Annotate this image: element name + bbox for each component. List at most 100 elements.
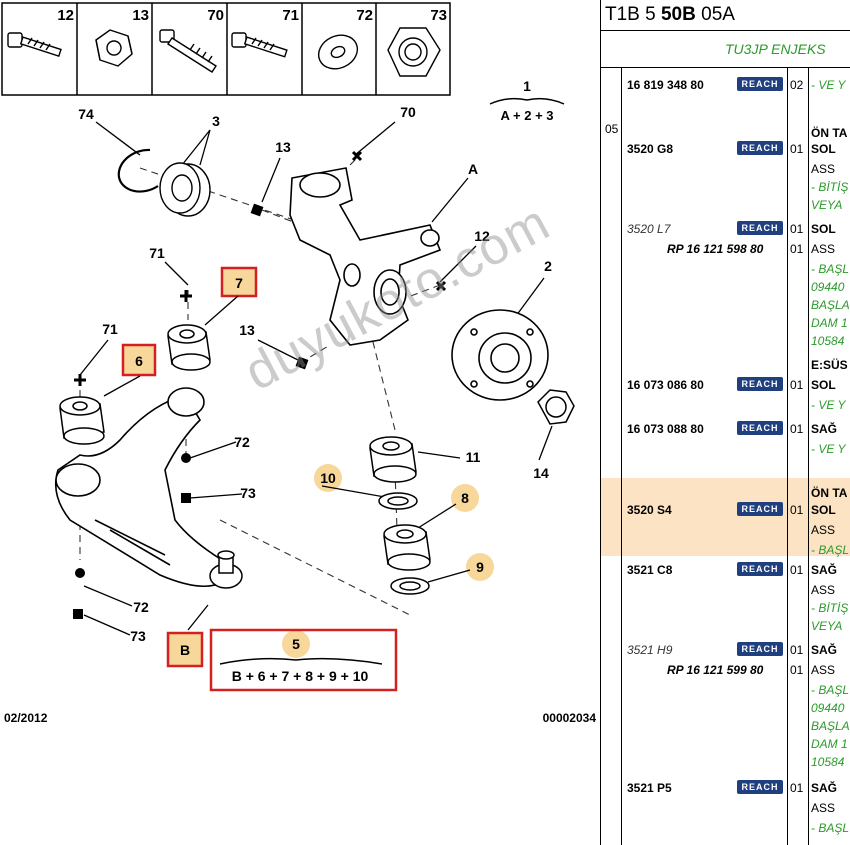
nut-icon xyxy=(95,29,133,67)
description: DAM 1 xyxy=(811,316,848,330)
callout-7: 7 xyxy=(235,275,243,291)
quantity: 01 xyxy=(790,503,804,517)
callout-72-lower: 72 xyxy=(133,599,149,615)
description: - VE Y xyxy=(811,398,846,412)
part-reference[interactable]: 3521 P5 xyxy=(627,781,672,795)
callout-74: 74 xyxy=(78,106,94,122)
red-box-5: B + 6 + 7 + 8 + 9 + 10 xyxy=(209,628,398,692)
part-reference[interactable]: 3520 L7 xyxy=(627,222,671,236)
callout-A: A xyxy=(468,161,478,177)
bolt-icon xyxy=(231,32,288,58)
quantity: 01 xyxy=(790,378,804,392)
part-reference[interactable]: 16 073 088 80 xyxy=(627,422,704,436)
callout-9: 9 xyxy=(476,559,484,575)
formula-5: B + 6 + 7 + 8 + 9 + 10 xyxy=(232,668,369,684)
section-number: 05 xyxy=(605,122,619,136)
diagram-code: 00002034 xyxy=(543,711,597,725)
description: ÖN TA xyxy=(811,486,848,500)
bearing-icon xyxy=(159,162,211,217)
description: VEYA xyxy=(811,198,843,212)
part-reference[interactable]: 3521 H9 xyxy=(627,643,673,657)
description: SOL xyxy=(811,142,836,156)
description: 09440 xyxy=(811,701,845,715)
part-reference[interactable]: 16 073 086 80 xyxy=(627,378,704,392)
description: SAĞ xyxy=(811,563,838,577)
callout-71-upper: 71 xyxy=(149,245,165,261)
description: 09440 xyxy=(811,280,845,294)
callout-14: 14 xyxy=(533,465,549,481)
hex-nut-icon xyxy=(387,27,441,77)
replacement-part-reference[interactable]: RP 16 121 598 80 xyxy=(667,242,764,256)
description: SOL xyxy=(811,503,836,517)
description: 10584 xyxy=(811,755,845,769)
description: DAM 1 xyxy=(811,737,848,751)
callout-6: 6 xyxy=(135,353,143,369)
description: ASS xyxy=(811,162,836,176)
circlip-icon xyxy=(117,148,159,193)
callout-73-lower: 73 xyxy=(130,628,146,644)
reach-badge: REACH xyxy=(737,377,783,391)
red-box-7: 7 xyxy=(220,266,258,298)
reach-badge: REACH xyxy=(737,502,783,516)
ball-joint-icon xyxy=(209,550,243,589)
formula-1: A + 2 + 3 xyxy=(501,108,554,123)
description: SAĞ xyxy=(811,643,838,657)
exploded-diagram: 12 13 70 71 72 73 xyxy=(1,2,597,725)
callout-B: B xyxy=(180,642,190,658)
quantity: 01 xyxy=(790,663,804,677)
description: SAĞ xyxy=(811,781,838,795)
callout-71-lower: 71 xyxy=(102,321,118,337)
callout-73-upper: 73 xyxy=(240,485,256,501)
callout-72-upper: 72 xyxy=(234,434,250,450)
description: - BİTİŞ xyxy=(811,601,849,615)
reach-badge: REACH xyxy=(737,221,783,235)
callout-8: 8 xyxy=(461,490,469,506)
description: - BAŞL xyxy=(811,543,850,557)
box-num-13: 13 xyxy=(132,7,149,24)
header-suffix: 05A xyxy=(701,4,735,25)
part-reference[interactable]: 3520 S4 xyxy=(627,503,672,517)
box-num-71: 71 xyxy=(282,7,299,24)
reach-badge: REACH xyxy=(737,642,783,656)
parts-catalog-panel: T1B 5 50B 05A TU3JP ENJEKS 05 16 819 348… xyxy=(600,0,850,845)
box-num-73: 73 xyxy=(430,7,447,24)
description: ASS xyxy=(811,801,836,815)
stud-bolt-icon xyxy=(159,29,217,73)
description: - BAŞL xyxy=(811,262,850,276)
bolt-icon xyxy=(7,32,62,58)
callout-1: 1 xyxy=(523,78,531,94)
quantity: 01 xyxy=(790,222,804,236)
washer-icon xyxy=(317,34,359,70)
replacement-part-reference[interactable]: RP 16 121 599 80 xyxy=(667,663,764,677)
part-reference[interactable]: 3521 C8 xyxy=(627,563,673,577)
description: VEYA xyxy=(811,619,843,633)
callout-3: 3 xyxy=(212,113,220,129)
diagram-date: 02/2012 xyxy=(4,711,48,725)
washer-9-icon xyxy=(390,577,430,595)
callout-13-lower: 13 xyxy=(239,322,255,338)
red-box-B: B xyxy=(166,631,204,668)
description: - BAŞL xyxy=(811,683,850,697)
description: SAĞ xyxy=(811,422,838,436)
description: - BAŞL xyxy=(811,821,850,835)
quantity: 02 xyxy=(790,78,804,92)
quantity: 01 xyxy=(790,142,804,156)
quantity: 01 xyxy=(790,781,804,795)
reach-badge: REACH xyxy=(737,77,783,91)
part-reference[interactable]: 3520 G8 xyxy=(627,142,674,156)
description: SOL xyxy=(811,378,836,392)
quantity: 01 xyxy=(790,422,804,436)
box-num-70: 70 xyxy=(207,7,224,24)
catalog-subheader: TU3JP ENJEKS xyxy=(601,31,850,68)
reach-badge: REACH xyxy=(737,780,783,794)
parts-strip xyxy=(1,2,451,96)
description: BAŞLA xyxy=(811,298,850,312)
reach-badge: REACH xyxy=(737,562,783,576)
callout-70: 70 xyxy=(400,104,416,120)
box-num-72: 72 xyxy=(356,7,373,24)
part-reference[interactable]: 16 819 348 80 xyxy=(627,78,704,92)
description: - BİTİŞ xyxy=(811,180,849,194)
hub-nut-icon xyxy=(537,389,575,425)
description: - VE Y xyxy=(811,442,846,456)
description: BAŞLA xyxy=(811,719,850,733)
